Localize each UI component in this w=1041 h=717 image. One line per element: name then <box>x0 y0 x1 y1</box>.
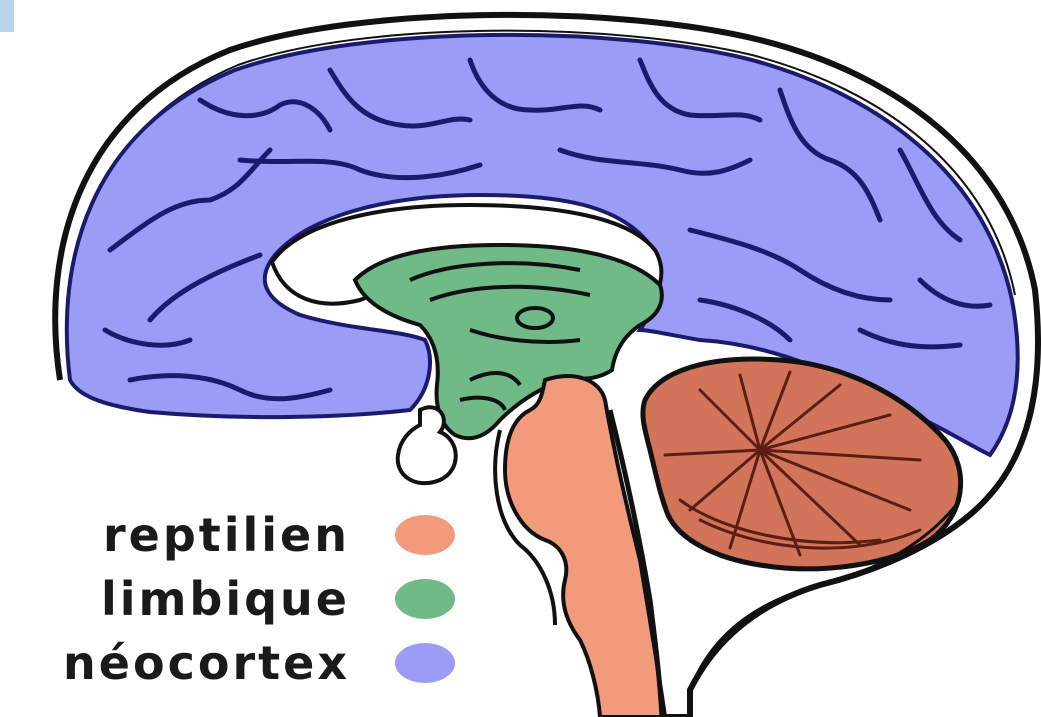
legend-swatch <box>395 643 455 683</box>
legend-label: néocortex <box>63 635 350 691</box>
legend-swatch <box>395 579 455 619</box>
legend-item-limbique: limbique <box>0 569 470 633</box>
legend-label: reptilien <box>103 507 350 563</box>
corner-accent <box>0 0 14 32</box>
legend-item-reptilien: reptilien <box>0 505 470 569</box>
legend: reptilien limbique néocortex <box>0 505 470 697</box>
legend-item-neocortex: néocortex <box>0 633 470 697</box>
legend-label: limbique <box>101 571 350 627</box>
legend-swatch <box>395 515 455 555</box>
